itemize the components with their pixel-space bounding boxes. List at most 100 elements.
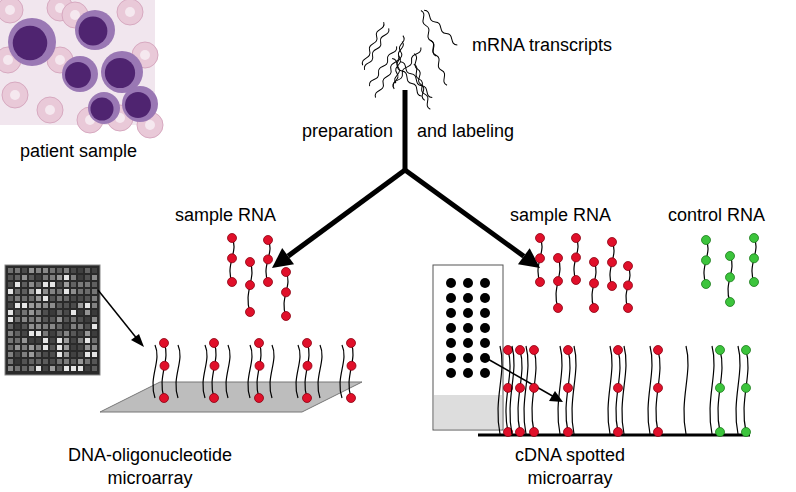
- fluorescent-label: [608, 282, 617, 291]
- white-blood-cell: [88, 92, 120, 124]
- grid-cell: [57, 289, 62, 294]
- text-label: sample RNA: [510, 204, 611, 227]
- grid-cell: [64, 268, 69, 273]
- grid-cell: [50, 331, 55, 336]
- cell-center: [10, 90, 20, 100]
- fluorescent-label: [516, 428, 525, 437]
- fluorescent-label: [702, 236, 711, 245]
- grid-cell: [92, 352, 97, 357]
- fluorescent-label: [742, 346, 751, 355]
- fluorescent-label: [654, 346, 663, 355]
- arrow-head: [272, 248, 294, 268]
- grid-cell: [15, 289, 20, 294]
- grid-cell: [50, 289, 55, 294]
- grid-cell: [15, 345, 20, 350]
- grid-cell: [29, 275, 34, 280]
- grid-cell: [57, 275, 62, 280]
- grid-cell: [36, 359, 41, 364]
- grid-cell: [43, 352, 48, 357]
- fluorescent-label: [750, 254, 759, 263]
- grid-cell: [50, 366, 55, 371]
- array-spot: [463, 338, 473, 348]
- grid-cell: [78, 268, 83, 273]
- fluorescent-label: [614, 346, 623, 355]
- grid-cell: [22, 268, 27, 273]
- cell-nucleus: [13, 26, 48, 61]
- grid-cell: [50, 317, 55, 322]
- fluorescent-label: [554, 304, 563, 313]
- grid-cell: [15, 275, 20, 280]
- grid-cell: [85, 317, 90, 322]
- fluorescent-label: [750, 234, 759, 243]
- array-spot: [463, 308, 473, 318]
- grid-cell: [36, 352, 41, 357]
- grid-cell: [22, 338, 27, 343]
- grid-cell: [36, 366, 41, 371]
- grid-cell: [85, 282, 90, 287]
- grid-cell: [71, 317, 76, 322]
- text-label: and labeling: [417, 120, 514, 143]
- grid-cell: [22, 303, 27, 308]
- grid-cell: [57, 345, 62, 350]
- grid-cell: [85, 268, 90, 273]
- grid-cell: [57, 310, 62, 315]
- array-spot: [463, 323, 473, 333]
- grid-cell: [64, 338, 69, 343]
- grid-cell: [22, 296, 27, 301]
- grid-cell: [85, 331, 90, 336]
- mrna-strand: [429, 40, 449, 86]
- fluorescent-label: [726, 252, 735, 261]
- mrna-strand: [412, 64, 432, 110]
- grid-cell: [92, 282, 97, 287]
- cell-nucleus: [105, 58, 135, 88]
- grid-cell: [92, 268, 97, 273]
- grid-cell: [15, 338, 20, 343]
- grid-cell: [64, 310, 69, 315]
- grid-cell: [36, 324, 41, 329]
- grid-cell: [22, 331, 27, 336]
- fluorescent-label: [726, 298, 735, 307]
- grid-cell: [78, 338, 83, 343]
- grid-cell: [71, 324, 76, 329]
- fluorescent-label: [608, 238, 617, 247]
- grid-cell: [85, 289, 90, 294]
- array-spot: [463, 353, 473, 363]
- grid-cell: [85, 324, 90, 329]
- grid-cell: [64, 324, 69, 329]
- grid-cell: [92, 359, 97, 364]
- fluorescent-label: [716, 346, 725, 355]
- white-blood-cell: [75, 10, 115, 50]
- fluorescent-label: [536, 278, 545, 287]
- grid-cell: [64, 352, 69, 357]
- grid-cell: [29, 303, 34, 308]
- grid-cell: [64, 345, 69, 350]
- red-blood-cell: [37, 97, 63, 123]
- grid-cell: [57, 359, 62, 364]
- grid-cell: [78, 303, 83, 308]
- fluorescent-label: [716, 383, 725, 392]
- process-arrows: [272, 90, 540, 268]
- text-label: DNA-oligonucleotide microarray: [50, 444, 250, 490]
- array-spot: [480, 323, 490, 333]
- strand: [498, 346, 502, 434]
- grid-cell: [36, 275, 41, 280]
- grid-cell: [85, 366, 90, 371]
- grid-cell: [43, 338, 48, 343]
- array-spot: [446, 368, 456, 378]
- array-spot: [463, 293, 473, 303]
- grid-cell: [43, 310, 48, 315]
- red-blood-cell: [0, 0, 23, 23]
- fluorescent-label: [264, 236, 273, 245]
- glass-slide: [100, 382, 362, 412]
- strand: [608, 346, 612, 434]
- grid-cell: [50, 352, 55, 357]
- grid-cell: [15, 366, 20, 371]
- grid-cell: [8, 303, 13, 308]
- mrna-strand: [423, 9, 459, 46]
- red-blood-cell: [2, 82, 28, 108]
- grid-cell: [64, 331, 69, 336]
- grid-cell: [78, 289, 83, 294]
- grid-cell: [43, 275, 48, 280]
- fluorescent-label: [264, 255, 273, 264]
